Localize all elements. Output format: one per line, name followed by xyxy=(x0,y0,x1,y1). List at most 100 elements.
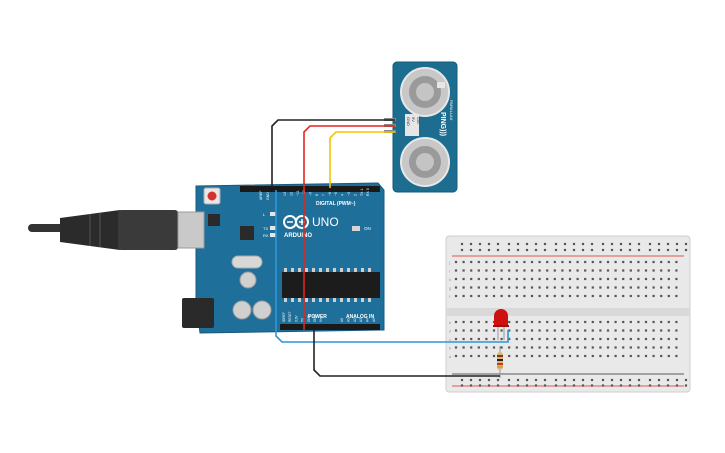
breadboard-hole[interactable] xyxy=(568,277,572,281)
breadboard-hole[interactable] xyxy=(462,260,465,264)
breadboard-hole[interactable] xyxy=(530,277,534,281)
breadboard-hole[interactable] xyxy=(561,260,564,264)
breadboard-hole[interactable] xyxy=(515,320,518,324)
breadboard-hole[interactable] xyxy=(637,286,640,289)
breadboard-hole[interactable] xyxy=(460,242,464,246)
breadboard-hole[interactable] xyxy=(675,248,679,252)
breadboard-hole[interactable] xyxy=(553,260,556,264)
breadboard-hole[interactable] xyxy=(614,346,617,349)
breadboard-hole[interactable] xyxy=(637,378,641,382)
breadboard-hole[interactable] xyxy=(515,260,518,264)
breadboard-hole[interactable] xyxy=(675,354,678,358)
breadboard-hole[interactable] xyxy=(619,384,623,387)
breadboard-hole[interactable] xyxy=(584,277,587,281)
breadboard-hole[interactable] xyxy=(622,320,625,324)
breadboard-hole[interactable] xyxy=(516,384,520,387)
breadboard-hole[interactable] xyxy=(477,354,480,358)
breadboard-hole[interactable] xyxy=(591,354,594,358)
breadboard-hole[interactable] xyxy=(568,320,572,324)
breadboard-hole[interactable] xyxy=(553,269,556,272)
breadboard-hole[interactable] xyxy=(599,354,602,358)
breadboard-hole[interactable] xyxy=(470,286,473,289)
breadboard-hole[interactable] xyxy=(508,337,511,341)
breadboard-hole[interactable] xyxy=(599,294,602,298)
breadboard-hole[interactable] xyxy=(508,329,511,332)
breadboard-hole[interactable] xyxy=(500,269,503,272)
breadboard-hole[interactable] xyxy=(477,337,480,341)
breadboard-hole[interactable] xyxy=(470,329,473,332)
breadboard-hole[interactable] xyxy=(614,354,617,358)
breadboard-hole[interactable] xyxy=(675,242,679,246)
wire-signal-yellow[interactable] xyxy=(329,131,395,188)
breadboard-hole[interactable] xyxy=(660,260,663,264)
breadboard-hole[interactable] xyxy=(469,242,473,246)
breadboard-hole[interactable] xyxy=(637,337,640,341)
breadboard-hole[interactable] xyxy=(561,294,564,298)
breadboard-hole[interactable] xyxy=(652,346,655,349)
breadboard-hole[interactable] xyxy=(523,294,526,298)
breadboard-hole[interactable] xyxy=(546,346,549,349)
breadboard-hole[interactable] xyxy=(568,294,572,298)
breadboard-hole[interactable] xyxy=(576,337,579,341)
breadboard-hole[interactable] xyxy=(644,320,648,324)
breadboard-hole[interactable] xyxy=(523,286,526,289)
breadboard-hole[interactable] xyxy=(684,248,688,252)
breadboard-hole[interactable] xyxy=(584,320,587,324)
breadboard-hole[interactable] xyxy=(628,384,632,387)
breadboard-hole[interactable] xyxy=(568,337,572,341)
breadboard-hole[interactable] xyxy=(530,346,534,349)
breadboard-hole[interactable] xyxy=(599,286,602,289)
breadboard-hole[interactable] xyxy=(637,242,641,246)
breadboard-hole[interactable] xyxy=(500,260,503,264)
breadboard-hole[interactable] xyxy=(546,329,549,332)
breadboard-hole[interactable] xyxy=(523,260,526,264)
breadboard-hole[interactable] xyxy=(500,286,503,289)
breadboard-hole[interactable] xyxy=(543,248,547,252)
breadboard-hole[interactable] xyxy=(622,277,625,281)
breadboard-hole[interactable] xyxy=(622,354,625,358)
breadboard-hole[interactable] xyxy=(477,320,480,324)
breadboard-hole[interactable] xyxy=(500,294,503,298)
breadboard-hole[interactable] xyxy=(614,337,617,341)
breadboard-hole[interactable] xyxy=(606,286,610,289)
breadboard-hole[interactable] xyxy=(660,269,663,272)
breadboard-hole[interactable] xyxy=(644,346,648,349)
breadboard-hole[interactable] xyxy=(515,286,518,289)
breadboard-hole[interactable] xyxy=(637,269,640,272)
breadboard-hole[interactable] xyxy=(515,346,518,349)
breadboard-hole[interactable] xyxy=(601,384,605,387)
breadboard-hole[interactable] xyxy=(590,242,594,246)
breadboard-hole[interactable] xyxy=(568,346,572,349)
breadboard-hole[interactable] xyxy=(546,320,549,324)
breadboard-hole[interactable] xyxy=(485,320,488,324)
breadboard-hole[interactable] xyxy=(675,277,678,281)
breadboard-hole[interactable] xyxy=(561,286,564,289)
breadboard-hole[interactable] xyxy=(652,337,655,341)
breadboard-hole[interactable] xyxy=(652,329,655,332)
breadboard-hole[interactable] xyxy=(614,286,617,289)
breadboard-hole[interactable] xyxy=(454,329,458,332)
breadboard-hole[interactable] xyxy=(591,277,594,281)
breadboard-hole[interactable] xyxy=(470,294,473,298)
breadboard-hole[interactable] xyxy=(470,354,473,358)
breadboard-hole[interactable] xyxy=(534,378,538,382)
breadboard-hole[interactable] xyxy=(660,277,663,281)
breadboard-hole[interactable] xyxy=(652,294,655,298)
breadboard-hole[interactable] xyxy=(487,378,491,382)
breadboard-hole[interactable] xyxy=(675,346,678,349)
breadboard-hole[interactable] xyxy=(538,294,541,298)
breadboard-hole[interactable] xyxy=(581,248,585,252)
breadboard-hole[interactable] xyxy=(507,384,511,387)
breadboard-hole[interactable] xyxy=(667,286,670,289)
breadboard-hole[interactable] xyxy=(477,286,480,289)
breadboard-hole[interactable] xyxy=(454,354,458,358)
breadboard-hole[interactable] xyxy=(606,337,610,341)
breadboard-hole[interactable] xyxy=(546,277,549,281)
power-header[interactable] xyxy=(280,324,380,330)
breadboard-hole[interactable] xyxy=(629,294,632,298)
breadboard-hole[interactable] xyxy=(496,242,500,246)
breadboard-hole[interactable] xyxy=(675,286,678,289)
breadboard-hole[interactable] xyxy=(568,286,572,289)
breadboard-hole[interactable] xyxy=(487,242,491,246)
digital-header[interactable] xyxy=(240,186,380,192)
